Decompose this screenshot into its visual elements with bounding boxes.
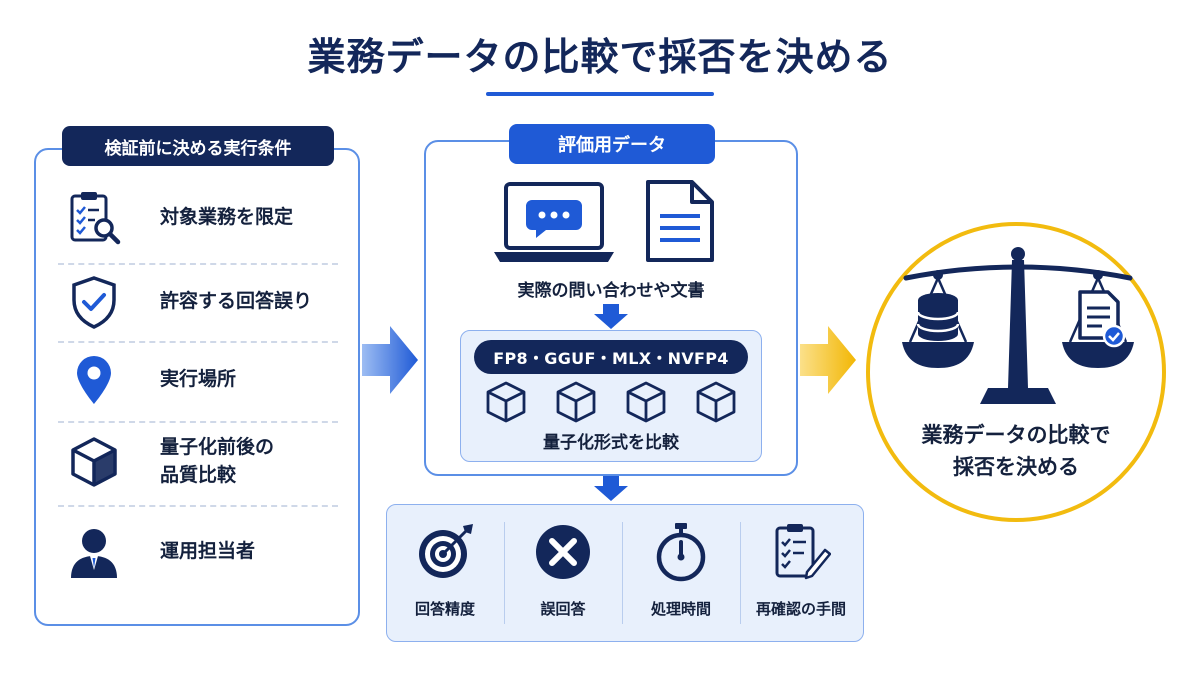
condition-label: 許容する回答誤り — [160, 290, 313, 313]
metric-divider — [504, 522, 505, 624]
evaluation-data-header: 評価用データ — [509, 124, 715, 164]
metric-processing-time: 処理時間 — [622, 504, 740, 642]
condition-row-location: 実行場所 — [36, 342, 356, 418]
arrow-down-icon — [594, 476, 628, 501]
shield-check-icon — [72, 276, 116, 329]
target-icon — [419, 524, 473, 578]
condition-row-quantization-quality: 量子化前後の 品質比較 — [36, 424, 356, 500]
condition-label: 実行場所 — [160, 368, 237, 391]
condition-label: 量子化前後の 品質比較 — [160, 436, 275, 486]
divider — [58, 421, 338, 423]
divider — [58, 505, 338, 507]
person-icon — [71, 529, 117, 578]
x-circle-icon — [536, 525, 590, 579]
arrow-right-icon — [800, 326, 856, 394]
metric-label: 誤回答 — [540, 600, 586, 618]
cube-icon — [71, 437, 117, 487]
location-pin-icon — [77, 356, 111, 404]
clipboard-search-icon — [70, 192, 121, 245]
condition-row-scope: 対象業務を限定 — [36, 180, 356, 256]
divider — [58, 341, 338, 343]
arrow-down-icon — [594, 304, 628, 329]
format-compare-label: 量子化形式を比較 — [543, 433, 679, 453]
format-list-pill: FP8・GGUF・MLX・NVFP4 — [474, 340, 748, 374]
metric-label: 再確認の手間 — [755, 600, 846, 618]
metric-accuracy: 回答精度 — [386, 504, 504, 642]
laptop-chat-icon — [494, 182, 614, 262]
divider — [58, 263, 338, 265]
checklist-pen-icon — [775, 524, 831, 580]
condition-label: 運用担当者 — [160, 540, 256, 563]
condition-row-error-tolerance: 許容する回答誤り — [36, 264, 356, 340]
document-icon — [646, 180, 714, 262]
metric-divider — [740, 522, 741, 624]
condition-label: 対象業務を限定 — [160, 206, 294, 229]
metric-label: 回答精度 — [414, 600, 475, 618]
cube-outline-icon — [486, 381, 526, 423]
stopwatch-icon — [656, 523, 706, 582]
metric-recheck-effort: 再確認の手間 — [742, 504, 860, 642]
decision-label: 業務データの比較で 採否を決める — [921, 423, 1111, 479]
cube-outline-icon — [556, 381, 596, 423]
page-title: 業務データの比較で採否を決める — [307, 35, 893, 79]
balance-scale-icon — [902, 247, 1134, 404]
metric-divider — [622, 522, 623, 624]
source-data-label: 実際の問い合わせや文書 — [517, 281, 705, 301]
title-underline — [486, 92, 714, 96]
metric-wrong-answers: 誤回答 — [504, 504, 622, 642]
condition-row-operator: 運用担当者 — [36, 514, 356, 590]
cube-outline-icon — [626, 381, 666, 423]
conditions-header: 検証前に決める実行条件 — [62, 126, 334, 166]
arrow-right-icon — [362, 326, 418, 394]
cube-outline-icon — [696, 381, 736, 423]
metric-label: 処理時間 — [650, 600, 711, 618]
